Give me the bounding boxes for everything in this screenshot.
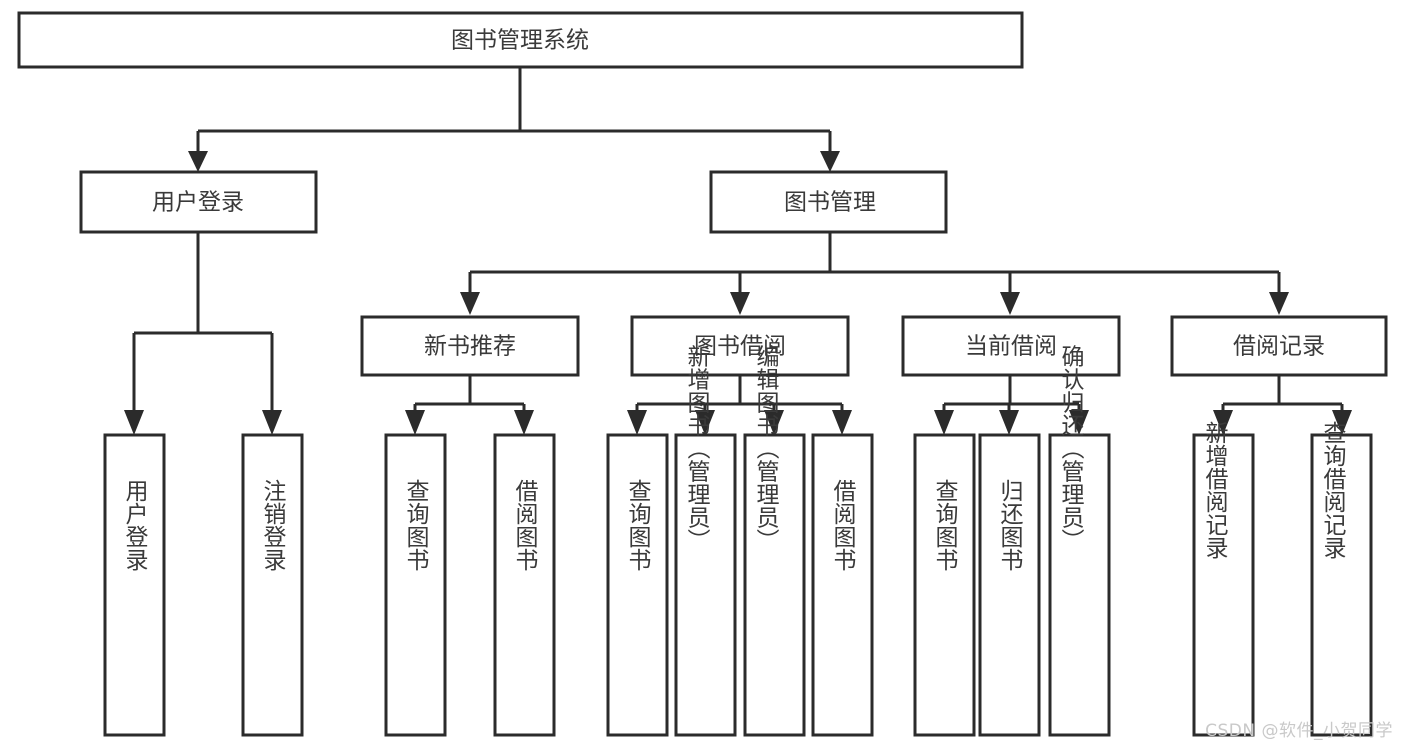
node-leaf-query-book-2[interactable]: 查询图书 <box>606 433 669 737</box>
node-leaf-return-book[interactable]: 归还图书 <box>978 433 1041 737</box>
node-book-borrow[interactable]: 图书借阅 <box>630 315 850 377</box>
edge-root-bus <box>196 67 832 155</box>
node-book-management[interactable]: 图书管理 <box>709 170 948 234</box>
node-leaf-add-record[interactable]: 新增借阅记录 <box>1192 421 1255 737</box>
arrow-icon <box>695 410 715 435</box>
edge-bookborrow-bus <box>635 375 844 420</box>
node-leaf-confirm-return[interactable]: 确认归还（管理员） <box>1048 345 1111 737</box>
node-leaf-query-book-1-label: 查询图书 <box>402 479 430 571</box>
node-borrow-record-label: 借阅记录 <box>1233 334 1325 360</box>
node-borrow-record[interactable]: 借阅记录 <box>1170 315 1388 377</box>
arrow-icon <box>764 410 784 435</box>
arrow-icon <box>730 292 750 315</box>
arrow-icon <box>1000 292 1020 315</box>
arrow-icon <box>460 292 480 315</box>
arrow-icon <box>820 151 840 172</box>
node-leaf-user-login-label: 用户登录 <box>121 479 149 571</box>
arrow-icon <box>262 410 282 435</box>
node-root[interactable]: 图书管理系统 <box>17 11 1024 69</box>
node-leaf-borrow-book-1-label: 借阅图书 <box>511 479 539 571</box>
node-leaf-query-book-3-label: 查询图书 <box>931 479 959 571</box>
node-leaf-user-logout[interactable]: 注销登录 <box>241 433 304 737</box>
node-book-management-label: 图书管理 <box>784 190 876 216</box>
node-leaf-query-record[interactable]: 查询借阅记录 <box>1310 421 1373 737</box>
node-leaf-return-book-label: 归还图书 <box>996 479 1024 571</box>
node-leaf-user-login[interactable]: 用户登录 <box>103 433 166 737</box>
arrow-icon <box>934 410 954 435</box>
node-leaf-user-logout-label: 注销登录 <box>259 479 287 571</box>
node-leaf-query-book-2-label: 查询图书 <box>624 479 652 571</box>
node-leaf-add-book-label: 新增图书（管理员） <box>683 345 711 552</box>
arrow-icon <box>832 410 852 435</box>
edge-bookmgmt-bus <box>468 232 1281 298</box>
edge-layer <box>132 67 1344 420</box>
node-leaf-confirm-return-label: 确认归还（管理员） <box>1057 345 1085 552</box>
arrow-icon <box>188 151 208 172</box>
node-leaf-borrow-book-1[interactable]: 借阅图书 <box>493 433 556 737</box>
arrow-icon <box>1213 410 1233 435</box>
arrow-icon <box>514 410 534 435</box>
arrow-icon <box>124 410 144 435</box>
arrow-icon <box>999 410 1019 435</box>
edge-borrowrecord-bus <box>1221 375 1344 420</box>
node-leaf-query-book-3[interactable]: 查询图书 <box>913 433 976 737</box>
edge-newbook-bus <box>413 375 526 420</box>
arrow-icon <box>1332 410 1352 435</box>
node-current-borrow[interactable]: 当前借阅 <box>901 315 1121 377</box>
node-book-borrow-label: 图书借阅 <box>694 334 786 360</box>
arrow-icon <box>405 410 425 435</box>
node-user-login[interactable]: 用户登录 <box>79 170 318 234</box>
arrow-icon <box>627 410 647 435</box>
arrow-icon <box>1069 410 1089 435</box>
node-current-borrow-label: 当前借阅 <box>965 334 1057 360</box>
arrowhead-layer <box>124 151 1352 435</box>
node-leaf-query-record-label: 查询借阅记录 <box>1319 421 1347 559</box>
node-new-book-recommend-label: 新书推荐 <box>424 334 516 360</box>
node-leaf-edit-book[interactable]: 编辑图书（管理员） <box>743 345 806 737</box>
node-new-book-recommend[interactable]: 新书推荐 <box>360 315 580 377</box>
node-leaf-borrow-book-2[interactable]: 借阅图书 <box>811 433 874 737</box>
arrow-icon <box>1269 292 1289 315</box>
node-root-label: 图书管理系统 <box>451 28 589 54</box>
node-leaf-add-book[interactable]: 新增图书（管理员） <box>674 345 737 737</box>
node-leaf-borrow-book-2-label: 借阅图书 <box>829 479 857 571</box>
node-leaf-add-record-label: 新增借阅记录 <box>1201 421 1229 559</box>
node-leaf-edit-book-label: 编辑图书（管理员） <box>752 345 780 552</box>
node-user-login-label: 用户登录 <box>152 190 244 216</box>
edge-userlogin-bus <box>132 232 274 420</box>
node-leaf-query-book-1[interactable]: 查询图书 <box>384 433 447 737</box>
